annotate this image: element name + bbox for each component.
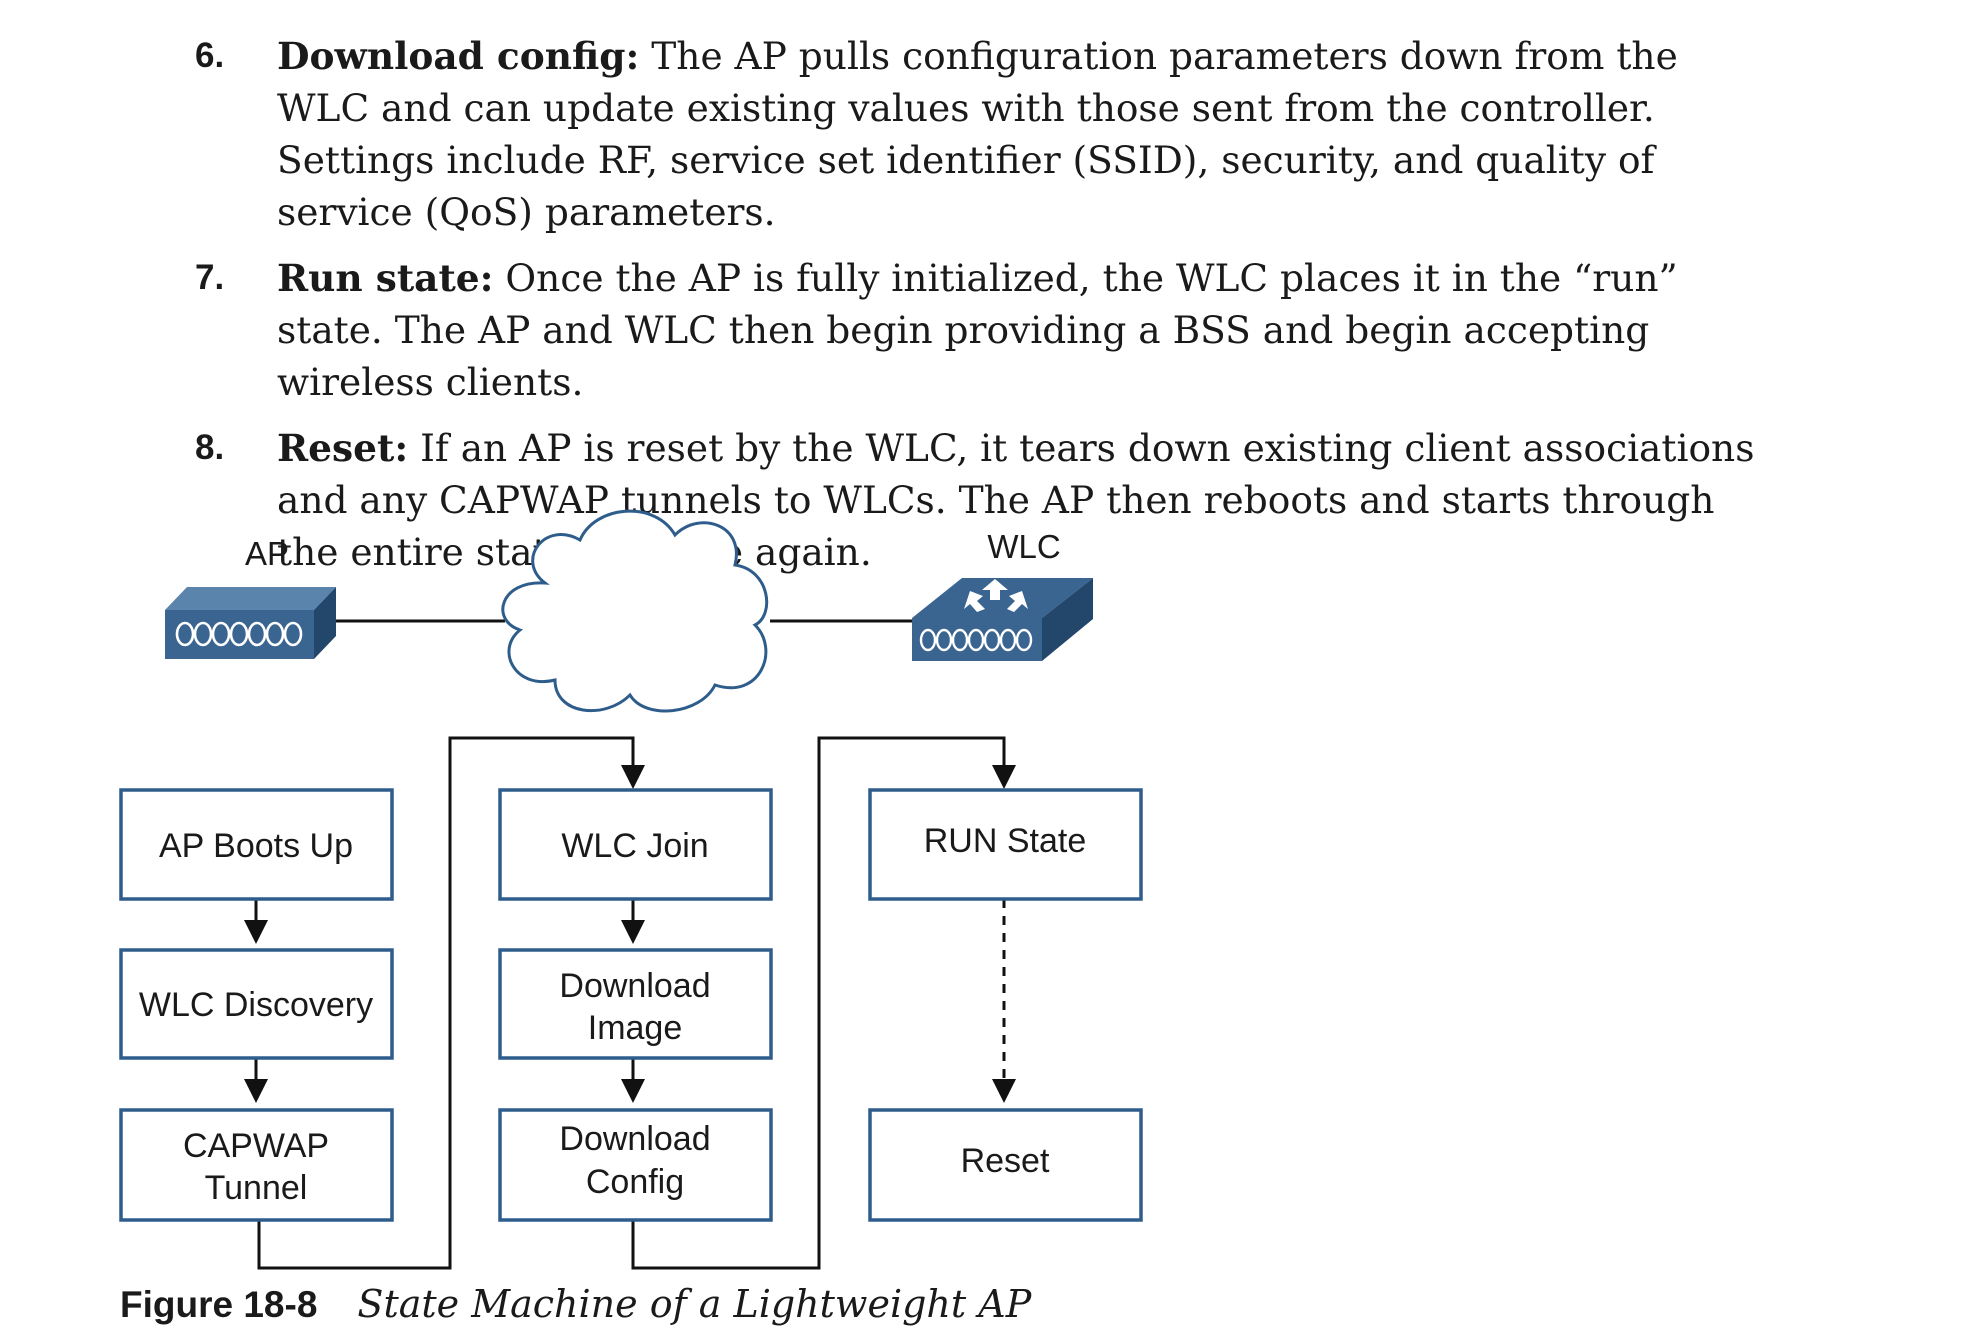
box-label: Config	[586, 1163, 684, 1201]
step-term: Run state:	[277, 256, 494, 300]
box-label: RUN State	[924, 822, 1087, 860]
network-cloud-icon	[501, 509, 769, 713]
box-label: Download	[559, 967, 710, 1005]
step-item: 7. Run state: Once the AP is fully initi…	[195, 252, 1755, 408]
box-label: AP Boots Up	[159, 827, 353, 865]
state-box-ap-boots-up: AP Boots Up	[119, 788, 394, 901]
step-term: Reset:	[277, 426, 409, 470]
box-label: Image	[588, 1009, 683, 1047]
state-box-capwap-tunnel: CAPWAP Tunnel	[119, 1108, 394, 1222]
step-text: Once the AP is fully initialized, the WL…	[277, 256, 1678, 404]
figure-caption: Figure 18-8 State Machine of a Lightweigh…	[120, 1282, 1031, 1326]
figure-title: State Machine of a Lightweight AP	[357, 1282, 1032, 1326]
box-label: Reset	[961, 1142, 1050, 1180]
box-label: WLC Join	[561, 827, 708, 865]
connector-config-to-run	[631, 736, 1016, 1270]
state-box-reset: Reset	[868, 1108, 1143, 1222]
box-label: CAPWAP	[183, 1127, 329, 1165]
state-box-wlc-discovery: WLC Discovery	[119, 948, 394, 1060]
box-label: WLC Discovery	[139, 986, 373, 1024]
access-point-icon	[165, 587, 336, 659]
step-item: 6. Download config: The AP pulls configu…	[195, 30, 1755, 238]
figure-number: Figure 18-8	[120, 1284, 318, 1325]
step-text: The AP pulls configuration parameters do…	[277, 34, 1678, 234]
box-label: Download	[559, 1120, 710, 1158]
step-list: 6. Download config: The AP pulls configu…	[195, 30, 1755, 592]
state-box-download-config: Download Config	[498, 1108, 773, 1222]
wlc-controller-icon	[912, 578, 1093, 661]
wlc-label: WLC	[987, 528, 1060, 565]
step-number: 7.	[195, 258, 225, 297]
box-label: Tunnel	[205, 1169, 308, 1207]
ap-label: AP	[245, 535, 289, 572]
state-box-wlc-join: WLC Join	[498, 788, 773, 901]
step-term: Download config:	[277, 34, 640, 78]
step-number: 8.	[195, 428, 225, 467]
connector-capwap-to-join	[257, 736, 645, 1270]
state-box-download-image: Download Image	[498, 948, 773, 1060]
state-box-run-state: RUN State	[868, 788, 1143, 901]
step-number: 6.	[195, 36, 225, 75]
